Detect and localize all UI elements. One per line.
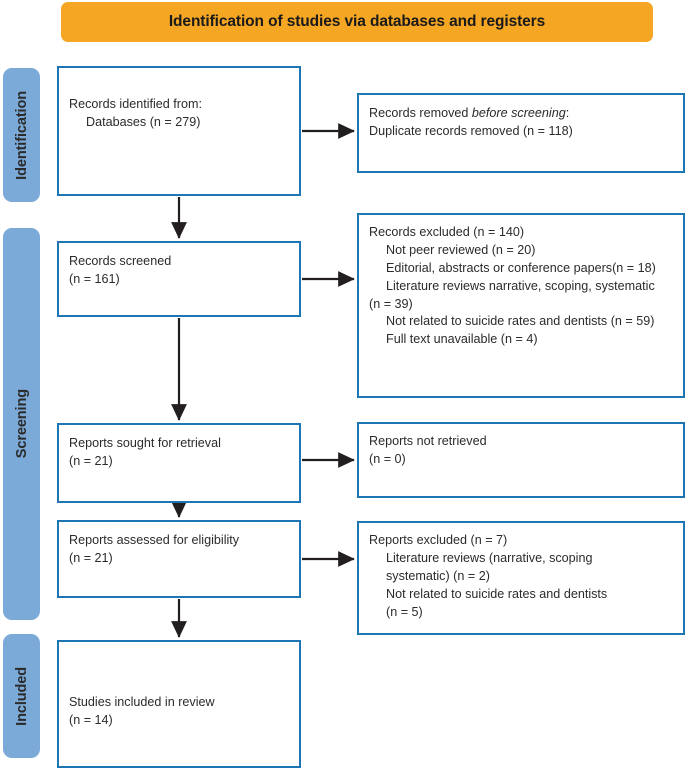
- records-identified-line2: Databases (n = 279): [86, 114, 201, 129]
- reports-excluded-item: Not related to suicide rates and dentist…: [386, 586, 608, 601]
- reports-not-retrieved-line2: (n = 0): [369, 451, 406, 466]
- box-reports-sought: Reports sought for retrieval (n = 21): [57, 423, 301, 503]
- records-removed-italic: before screening: [471, 106, 566, 120]
- studies-included-line2: (n = 14): [69, 712, 113, 727]
- diagram-title: Identification of studies via databases …: [168, 13, 546, 30]
- records-removed-prefix: Records removed: [369, 106, 472, 120]
- records-excluded-item: Not related to suicide rates and dentist…: [386, 314, 655, 329]
- diagram-header-band: Identification of studies via databases …: [61, 2, 653, 42]
- records-excluded-item: Editorial, abstracts or conference paper…: [386, 260, 656, 275]
- box-reports-assessed: Reports assessed for eligibility (n = 21…: [57, 520, 301, 598]
- reports-sought-line1: Reports sought for retrieval: [69, 436, 221, 450]
- stage-label-included: Included: [13, 666, 30, 726]
- records-excluded-item: Not peer reviewed (n = 20): [386, 242, 536, 257]
- records-excluded-item: (n = 39): [369, 296, 413, 311]
- records-excluded-item: Literature reviews narrative, scoping, s…: [386, 278, 655, 293]
- box-records-screened: Records screened (n = 161): [57, 241, 301, 317]
- records-removed-line1: Records removed before screening:: [369, 105, 675, 123]
- stage-tab-included: Included: [3, 634, 40, 758]
- reports-excluded-item: (n = 5): [386, 604, 423, 619]
- box-reports-not-retrieved: Reports not retrieved (n = 0): [357, 422, 685, 498]
- stage-label-screening: Screening: [13, 389, 30, 459]
- records-removed-line2: Duplicate records removed (n = 118): [369, 123, 573, 138]
- reports-assessed-line1: Reports assessed for eligibility: [69, 533, 240, 547]
- box-records-excluded: Records excluded (n = 140) Not peer revi…: [357, 213, 685, 398]
- box-reports-excluded: Reports excluded (n = 7) Literature revi…: [357, 521, 685, 635]
- records-screened-line2: (n = 161): [69, 271, 120, 286]
- box-records-removed: Records removed before screening: Duplic…: [357, 93, 685, 173]
- records-screened-line1: Records screened: [69, 254, 172, 268]
- box-studies-included: Studies included in review (n = 14): [57, 640, 301, 768]
- reports-not-retrieved-line1: Reports not retrieved: [369, 434, 487, 448]
- records-excluded-item: Full text unavailable (n = 4): [386, 332, 538, 347]
- records-identified-line1: Records identified from:: [69, 97, 202, 111]
- records-removed-suffix: :: [565, 106, 570, 120]
- stage-tab-identification: Identification: [3, 68, 40, 202]
- studies-included-line1: Studies included in review: [69, 695, 215, 709]
- reports-excluded-heading: Reports excluded (n = 7): [369, 533, 508, 547]
- records-excluded-heading: Records excluded (n = 140): [369, 225, 525, 239]
- stage-label-identification: Identification: [13, 90, 30, 180]
- reports-sought-line2: (n = 21): [69, 453, 113, 468]
- box-records-identified: Records identified from: Databases (n = …: [57, 66, 301, 196]
- reports-excluded-item: Literature reviews (narrative, scoping: [386, 550, 593, 565]
- stage-tab-screening: Screening: [3, 228, 40, 620]
- reports-assessed-line2: (n = 21): [69, 550, 113, 565]
- reports-excluded-item: systematic) (n = 2): [386, 568, 490, 583]
